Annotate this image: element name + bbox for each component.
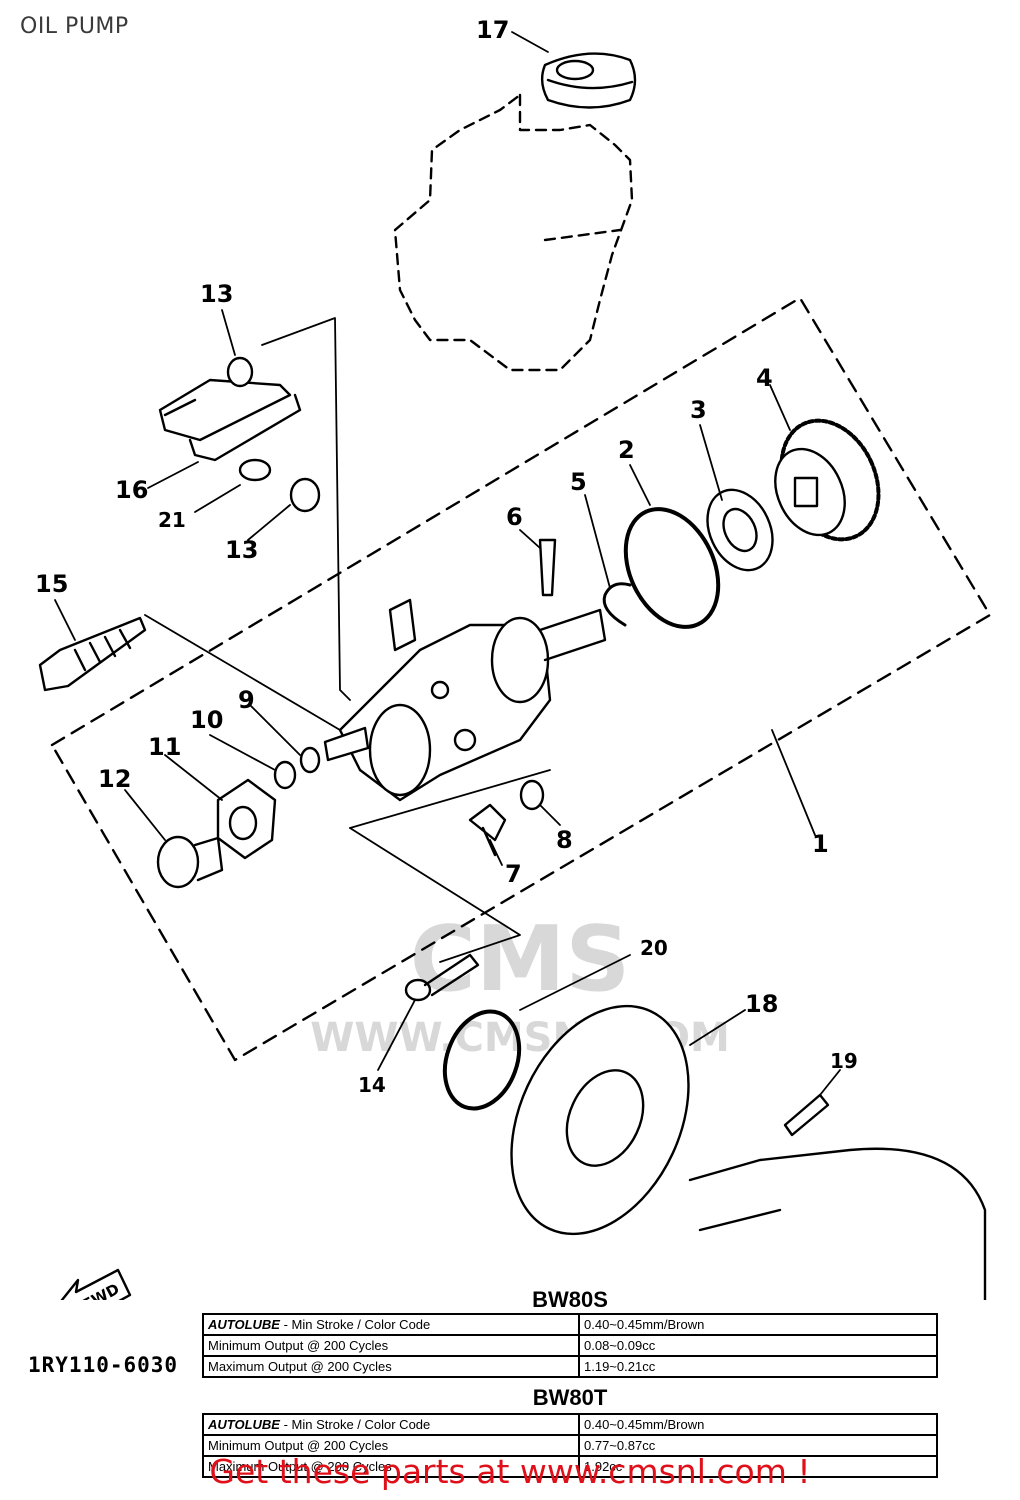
spec-label: Maximum Output @ 200 Cycles xyxy=(202,1355,580,1378)
callout-13-top: 13 xyxy=(200,280,233,308)
part-15-bolt xyxy=(38,616,147,692)
model-title-bw80t: BW80T xyxy=(532,1385,608,1410)
part-8-washer xyxy=(519,779,545,811)
spec-label: AUTOLUBE - Min Stroke / Color Code xyxy=(202,1313,580,1336)
part-3-bearing xyxy=(706,488,774,572)
callout-10: 10 xyxy=(190,706,223,734)
part-17-cap xyxy=(540,52,637,109)
part-14-screw xyxy=(404,953,480,1002)
part-18-cover xyxy=(510,1004,690,1236)
spec-value: 0.40~0.45mm/Brown xyxy=(578,1413,938,1436)
callout-5: 5 xyxy=(570,468,587,496)
part-20-o-ring xyxy=(442,1009,522,1111)
callout-2: 2 xyxy=(618,436,635,464)
callout-4: 4 xyxy=(756,364,773,392)
footer-parts-link[interactable]: Get these parts at www.cmsnl.com ! xyxy=(209,1452,811,1491)
callout-21: 21 xyxy=(158,508,186,532)
callout-15: 15 xyxy=(35,570,68,598)
callout-1: 1 xyxy=(812,830,829,858)
part-19-dowel xyxy=(783,1093,830,1137)
part-6-pin xyxy=(538,538,557,597)
part-16-hose xyxy=(158,356,321,513)
callout-12: 12 xyxy=(98,765,131,793)
table-row: Minimum Output @ 200 Cycles 0.08~0.09cc xyxy=(202,1334,938,1357)
spec-value: 0.77~0.87cc xyxy=(578,1434,938,1457)
callout-14: 14 xyxy=(358,1073,386,1097)
callout-17: 17 xyxy=(476,16,509,44)
callout-8: 8 xyxy=(556,826,573,854)
callout-3: 3 xyxy=(690,396,707,424)
crankcase-outline xyxy=(688,1147,987,1300)
spec-value: 1.19~0.21cc xyxy=(578,1355,938,1378)
part-2-o-ring xyxy=(623,507,721,629)
callout-6: 6 xyxy=(506,503,523,531)
table-row: AUTOLUBE - Min Stroke / Color Code 0.40~… xyxy=(202,1313,938,1336)
part-5-circlip xyxy=(602,582,632,627)
spec-label: Minimum Output @ 200 Cycles xyxy=(202,1434,580,1457)
part-12-screw xyxy=(156,835,224,889)
spec-label: Maximum Output @ 200 Cycles xyxy=(202,1455,580,1478)
spec-value: 1.92cc xyxy=(578,1455,938,1478)
spec-label: Minimum Output @ 200 Cycles xyxy=(202,1334,580,1357)
table-row: AUTOLUBE - Min Stroke / Color Code 0.40~… xyxy=(202,1413,938,1436)
spec-value: 0.08~0.09cc xyxy=(578,1334,938,1357)
callout-7: 7 xyxy=(505,860,522,888)
callout-19: 19 xyxy=(830,1049,858,1073)
callout-9: 9 xyxy=(238,686,255,714)
callout-16: 16 xyxy=(115,476,148,504)
callout-13-bottom: 13 xyxy=(225,536,258,564)
assembly-boundary xyxy=(50,296,992,1062)
part-4-gear xyxy=(774,418,881,542)
spec-table-bw80t: AUTOLUBE - Min Stroke / Color Code 0.40~… xyxy=(202,1413,938,1478)
part-9-washer xyxy=(299,746,321,774)
exploded-parts-diagram: FWD 17 13 16 21 13 15 6 5 2 3 4 10 9 11 … xyxy=(35,16,992,1300)
drawing-number: 1RY110-6030 xyxy=(28,1353,179,1377)
fwd-arrow-icon: FWD xyxy=(60,1268,132,1300)
callout-18: 18 xyxy=(745,990,778,1018)
model-title-bw80s: BW80S xyxy=(532,1287,608,1312)
part-1-pump-body xyxy=(323,598,607,802)
table-row: Maximum Output @ 200 Cycles 1.92cc xyxy=(202,1455,938,1478)
page-title: OIL PUMP xyxy=(20,14,129,39)
spec-table-bw80s: AUTOLUBE - Min Stroke / Color Code 0.40~… xyxy=(202,1313,938,1378)
spec-value: 0.40~0.45mm/Brown xyxy=(578,1313,938,1336)
spec-label: AUTOLUBE - Min Stroke / Color Code xyxy=(202,1413,580,1436)
callout-20: 20 xyxy=(640,936,668,960)
table-row: Minimum Output @ 200 Cycles 0.77~0.87cc xyxy=(202,1434,938,1457)
table-row: Maximum Output @ 200 Cycles 1.19~0.21cc xyxy=(202,1355,938,1378)
crankcase-cover-outline xyxy=(393,93,634,372)
part-10-washer xyxy=(273,760,297,790)
callout-11: 11 xyxy=(148,733,181,761)
part-11-nut xyxy=(216,778,277,860)
part-7-bolt xyxy=(468,803,507,857)
